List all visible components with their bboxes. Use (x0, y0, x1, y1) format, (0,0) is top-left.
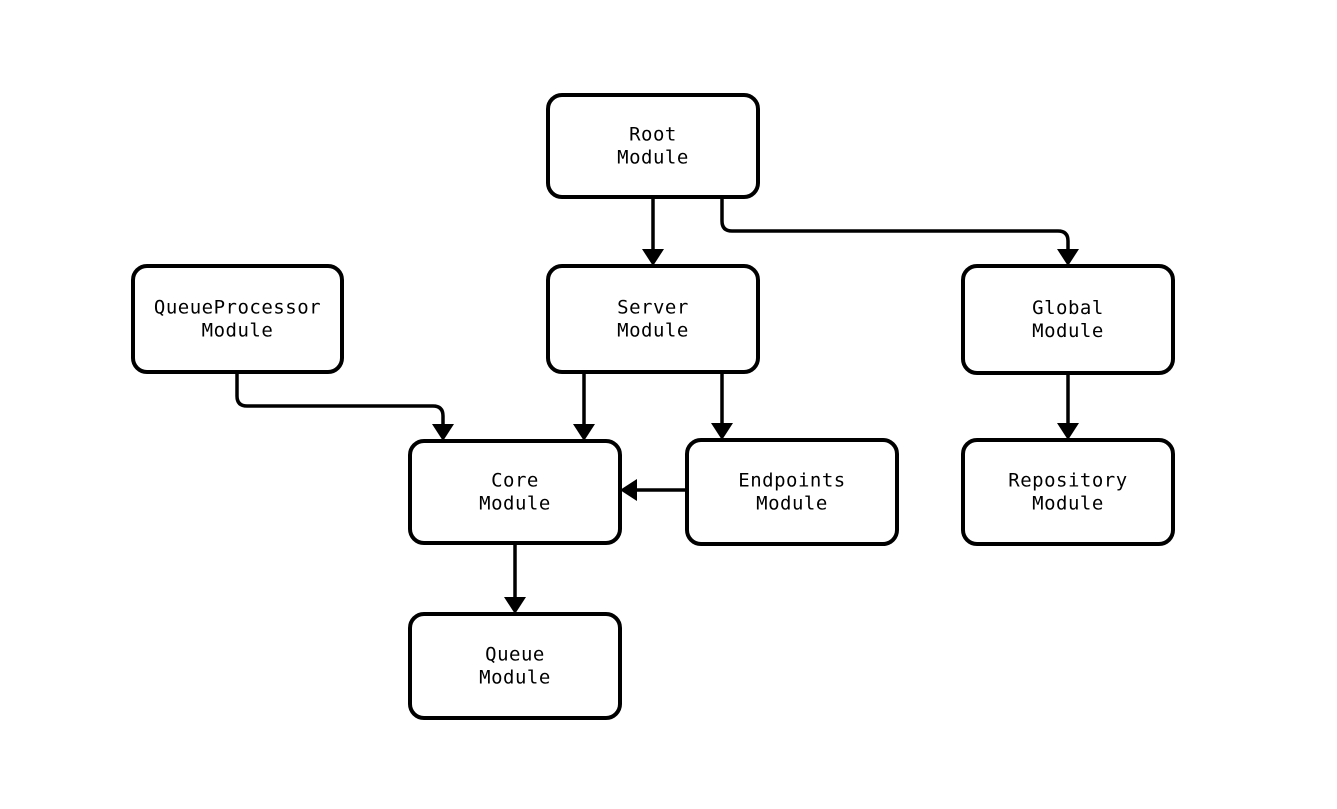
global-module-label-line2: Module (1032, 320, 1104, 342)
edge-queueprocessor-to-core (235, 372, 454, 441)
edge-root-to-global-line (720, 197, 1070, 258)
server-module-box[interactable] (546, 264, 760, 374)
queueprocessor-module-label-line1: QueueProcessor (154, 297, 321, 319)
global-module-label-line1: Global (1032, 297, 1104, 319)
core-module-label-line2: Module (479, 493, 551, 515)
queueprocessor-module-label-line2: Module (202, 320, 274, 342)
endpoints-module-label-line1: Endpoints (738, 470, 845, 492)
queue-module-label-line2: Module (479, 667, 551, 689)
edge-server-to-endpoints (711, 372, 733, 440)
edge-server-to-core (573, 372, 595, 441)
root-module-label-line2: Module (617, 147, 689, 169)
queue-module-label-line1: Queue (485, 644, 545, 666)
endpoints-module-label-line2: Module (756, 493, 828, 515)
global-module-box[interactable] (961, 264, 1175, 375)
edge-queueprocessor-to-core-line (235, 372, 445, 433)
edge-global-to-repository (1057, 373, 1079, 440)
root-module-label-line1: Root (629, 124, 677, 146)
queueprocessor-module-box[interactable] (131, 264, 344, 374)
repository-module-label-line1: Repository (1008, 470, 1127, 492)
edge-core-to-queue-arrowhead (504, 597, 526, 614)
edge-root-to-global (720, 197, 1079, 266)
edge-queueprocessor-to-core-arrowhead (432, 424, 454, 441)
nodes-layer: RootModuleQueueProcessorModuleServerModu… (131, 93, 1175, 720)
core-module-label-line1: Core (491, 470, 539, 492)
edge-server-to-endpoints-arrowhead (711, 423, 733, 440)
edge-global-to-repository-arrowhead (1057, 423, 1079, 440)
repository-module-box[interactable] (961, 438, 1175, 546)
edge-root-to-server (642, 197, 664, 266)
server-module-label-line2: Module (617, 320, 689, 342)
queue-module-box[interactable] (408, 612, 622, 720)
edges-layer (235, 197, 1079, 614)
root-module-box[interactable] (546, 93, 760, 199)
edge-endpoints-to-core-arrowhead (620, 479, 637, 501)
server-module-label-line1: Server (617, 297, 689, 319)
edge-root-to-server-arrowhead (642, 249, 664, 266)
endpoints-module-box[interactable] (685, 438, 899, 546)
core-module-box[interactable] (408, 439, 622, 545)
edge-endpoints-to-core (620, 479, 687, 501)
repository-module-label-line2: Module (1032, 493, 1104, 515)
edge-core-to-queue (504, 543, 526, 614)
edge-root-to-global-arrowhead (1057, 249, 1079, 266)
edge-server-to-core-arrowhead (573, 424, 595, 441)
